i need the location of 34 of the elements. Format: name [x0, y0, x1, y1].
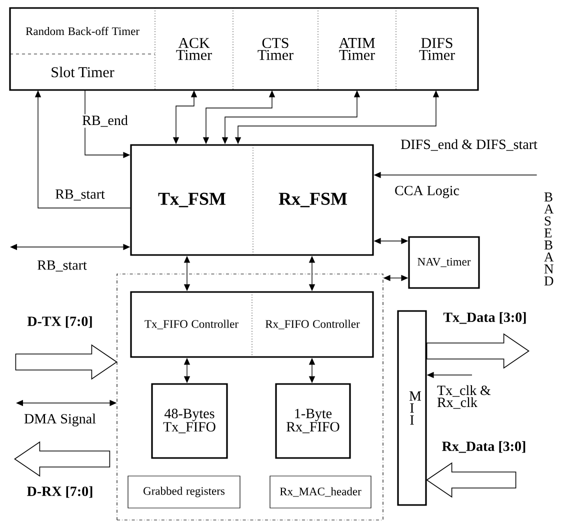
edge-label: D-TX [7:0] [27, 316, 92, 328]
fsm-cell: Tx_FSM [158, 192, 226, 208]
timer-cell: ATIM Timer [338, 38, 375, 60]
edge-label: Tx_clk & Rx_clk [437, 385, 491, 409]
edge-label: RB_start [56, 190, 105, 200]
timer-cell: ACK Timer [176, 38, 212, 60]
timer-cell: Random Back-off Timer [26, 26, 140, 36]
register-box: Grabbed registers [128, 476, 240, 508]
nav-timer-box: NAV_timer [408, 236, 480, 289]
timer-cell: DIFS Timer [419, 38, 455, 60]
signal-label: CCA Logic [395, 186, 460, 198]
block-arrow [14, 441, 110, 477]
timer-bank-box [9, 7, 479, 91]
fsm-box [130, 144, 374, 256]
edge-label: RB_start [38, 260, 87, 272]
timer-cell: CTS Timer [258, 38, 294, 60]
edge-label: Tx_Data [3:0] [443, 312, 526, 324]
edge-label: RB_end [82, 115, 128, 127]
edge-label: DMA Signal [24, 414, 96, 426]
timer-cell: Slot Timer [52, 66, 114, 78]
fifo-controller-cell: Tx_FIFO Controller [144, 320, 238, 330]
fifo-controller-cell: Rx_FIFO Controller [265, 320, 360, 330]
block-arrow [426, 333, 530, 369]
baseband-label: B A S E B A N D [544, 192, 554, 286]
fifo-area-box [116, 274, 384, 520]
register-box: Rx_MAC_header [270, 476, 372, 508]
edge-label: Rx_Data [3:0] [442, 441, 526, 453]
fsm-cell: Rx_FSM [278, 192, 347, 208]
mii-box: M I I [397, 310, 427, 506]
fifo-controller-box [130, 291, 374, 358]
fifo-box: 1-Byte Rx_FIFO [275, 383, 351, 459]
signal-label: DIFS_end & DIFS_start [400, 139, 538, 151]
fifo-box: 48-Bytes Tx_FIFO [151, 383, 228, 459]
edge-label: D-RX [7:0] [27, 486, 92, 498]
